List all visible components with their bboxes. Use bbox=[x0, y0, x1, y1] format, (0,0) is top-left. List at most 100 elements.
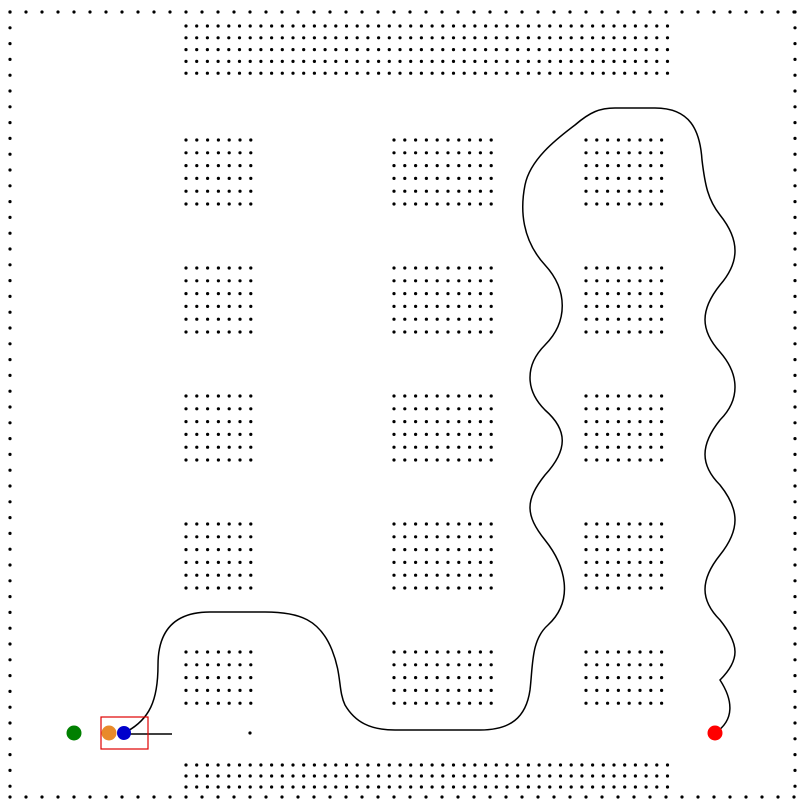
obstacle-dot bbox=[184, 774, 188, 778]
obstacle-dot bbox=[270, 763, 274, 767]
obstacle-dot bbox=[595, 458, 599, 462]
obstacle-dot bbox=[644, 71, 648, 75]
obstacle-dot bbox=[446, 573, 450, 577]
obstacle-dot bbox=[249, 586, 253, 590]
obstacle-dot bbox=[520, 10, 524, 14]
obstacle-dot bbox=[392, 176, 396, 180]
obstacle-dot bbox=[489, 445, 493, 449]
obstacle-dot bbox=[616, 151, 621, 155]
obstacle-dot bbox=[195, 522, 199, 526]
obstacle-dot bbox=[249, 560, 253, 565]
obstacle-dot bbox=[248, 36, 252, 40]
obstacle-dot bbox=[489, 420, 493, 424]
obstacle-dot bbox=[8, 468, 12, 472]
obstacle-dot bbox=[616, 701, 621, 705]
obstacle-dot bbox=[665, 774, 670, 778]
obstacle-dot bbox=[8, 136, 12, 140]
obstacle-dot bbox=[478, 548, 482, 552]
obstacle-dot bbox=[291, 71, 295, 75]
obstacle-dot bbox=[184, 266, 188, 270]
obstacle-dot bbox=[606, 202, 610, 206]
obstacle-dot bbox=[184, 663, 188, 667]
obstacle-dot bbox=[403, 164, 407, 168]
obstacle-dot bbox=[435, 189, 439, 193]
obstacle-dot bbox=[505, 36, 509, 40]
obstacle-dot bbox=[435, 701, 439, 705]
obstacle-dot bbox=[606, 432, 610, 436]
obstacle-dot bbox=[793, 263, 797, 267]
obstacle-dot bbox=[8, 721, 12, 725]
obstacle-dot bbox=[595, 688, 599, 693]
obstacle-dot bbox=[655, 774, 659, 778]
obstacle-dot bbox=[238, 676, 242, 680]
obstacle-dot bbox=[377, 763, 381, 767]
obstacle-dot bbox=[8, 452, 12, 456]
obstacle-dot bbox=[793, 200, 797, 204]
obstacle-dot bbox=[104, 10, 108, 14]
obstacle-dot bbox=[259, 774, 263, 778]
obstacle-dot bbox=[606, 279, 610, 283]
obstacle-dot bbox=[649, 445, 653, 449]
obstacle-dot bbox=[760, 10, 764, 14]
obstacle-dot bbox=[398, 48, 402, 52]
obstacle-dot bbox=[638, 445, 642, 449]
obstacle-dot bbox=[457, 176, 461, 180]
obstacle-dot bbox=[344, 774, 349, 778]
obstacle-dot bbox=[468, 535, 472, 539]
obstacle-dot bbox=[387, 774, 391, 778]
obstacle-dot bbox=[489, 189, 493, 193]
obstacle-dot bbox=[227, 548, 231, 552]
obstacle-dot bbox=[435, 138, 439, 142]
obstacle-dot bbox=[616, 394, 621, 398]
obstacle-dot bbox=[478, 432, 482, 436]
obstacle-dot bbox=[206, 432, 210, 436]
obstacle-dot bbox=[472, 795, 476, 799]
obstacle-dot bbox=[638, 407, 642, 411]
obstacle-dot bbox=[649, 330, 653, 334]
obstacle-dot bbox=[644, 48, 648, 52]
obstacle-dot bbox=[227, 164, 231, 168]
obstacle-dot bbox=[249, 317, 253, 321]
obstacle-dot bbox=[660, 292, 664, 296]
obstacle-dot bbox=[793, 42, 797, 46]
obstacle-dot bbox=[227, 279, 231, 283]
obstacle-dot bbox=[206, 548, 210, 552]
obstacle-dot bbox=[414, 420, 418, 424]
obstacle-dot bbox=[595, 138, 599, 142]
obstacle-dot bbox=[414, 535, 418, 539]
obstacle-dot bbox=[355, 36, 359, 40]
obstacle-dot bbox=[638, 586, 642, 590]
obstacle-dot bbox=[344, 59, 349, 64]
obstacle-dot bbox=[195, 445, 199, 449]
obstacle-dot bbox=[392, 688, 396, 693]
obstacle-dot bbox=[446, 663, 450, 667]
obstacle-dot bbox=[595, 189, 599, 193]
obstacle-dot bbox=[793, 121, 797, 125]
obstacle-dot bbox=[627, 458, 631, 462]
obstacle-dot bbox=[24, 795, 28, 799]
obstacle-dot bbox=[195, 650, 199, 654]
obstacle-dot bbox=[398, 785, 402, 789]
obstacle-dot bbox=[552, 795, 556, 799]
obstacle-dot bbox=[606, 266, 610, 270]
obstacle-dot bbox=[446, 330, 450, 334]
obstacle-dot bbox=[580, 71, 584, 75]
obstacle-dot bbox=[601, 48, 605, 52]
obstacle-dot bbox=[302, 763, 306, 767]
obstacle-dot bbox=[548, 71, 552, 75]
obstacle-dot bbox=[227, 522, 231, 526]
obstacle-dot bbox=[424, 394, 428, 398]
obstacle-dot bbox=[435, 676, 439, 680]
obstacle-dot bbox=[366, 71, 370, 75]
obstacle-dot bbox=[424, 151, 428, 155]
obstacle-dot bbox=[655, 48, 659, 52]
obstacle-dot bbox=[591, 48, 595, 52]
obstacle-dot bbox=[478, 560, 482, 565]
obstacle-dot bbox=[377, 48, 381, 52]
obstacle-dot bbox=[468, 394, 472, 398]
obstacle-dot bbox=[323, 59, 327, 64]
obstacle-dot bbox=[237, 48, 242, 52]
obstacle-dot bbox=[184, 763, 188, 767]
obstacle-dot bbox=[644, 36, 648, 40]
obstacle-dot bbox=[606, 522, 610, 526]
